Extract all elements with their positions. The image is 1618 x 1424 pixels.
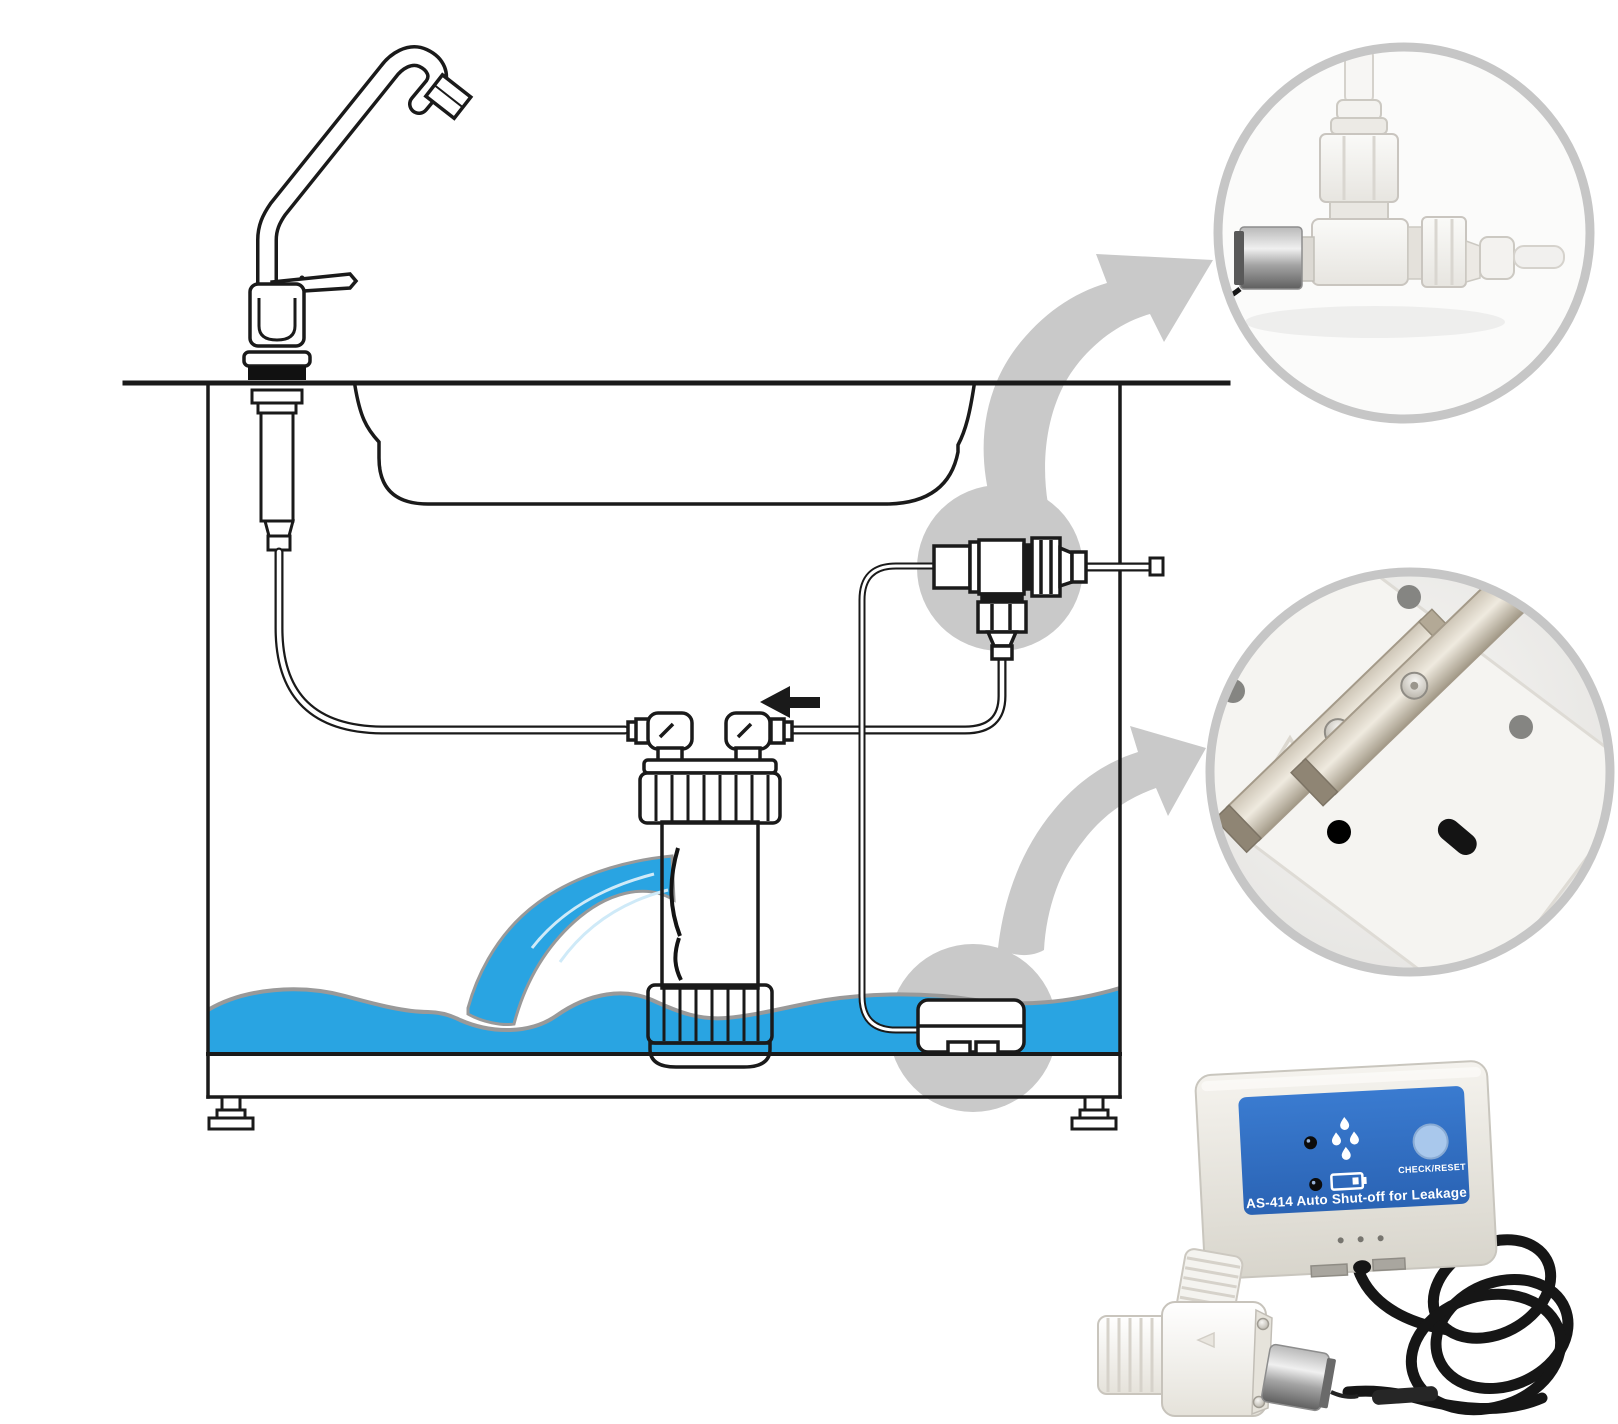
battery-icon: [1330, 1171, 1367, 1191]
faucet-spout-outline: [256, 45, 449, 303]
vent-dot: [1337, 1237, 1344, 1244]
cable-tag: [1371, 1386, 1438, 1405]
cabinet-right-foot: [1070, 1095, 1118, 1131]
label-panel: [1238, 1086, 1470, 1215]
outlet-hex-nut: [1421, 216, 1467, 288]
bottom-clip: [1371, 1257, 1407, 1272]
flow-direction-arrow: [760, 686, 820, 718]
arrow-left-icon: [786, 697, 820, 708]
faucet-gasket: [248, 366, 306, 380]
supply-tube-end: [1148, 556, 1165, 577]
filter-body: [660, 820, 760, 990]
faucet-handle-pin: [299, 275, 305, 281]
check-reset-button: [1412, 1123, 1449, 1160]
mount-hole: [1509, 715, 1533, 739]
valve-screw: [1252, 1395, 1266, 1409]
faucet-nozzle: [423, 72, 474, 121]
sensor-wire: [860, 564, 936, 1032]
valve-left-port: [1097, 1315, 1171, 1395]
water-pool-edge: [206, 986, 1121, 1033]
leak-led-glint: [1306, 1139, 1311, 1143]
bottom-clip: [1310, 1263, 1349, 1278]
cable-exit-hole: [1353, 1260, 1372, 1275]
product-valve: [1097, 1248, 1359, 1417]
faucet-spout: [259, 48, 445, 300]
product-photo: CHECK/RESET AS-414 Auto Shut-off for Lea…: [1097, 1060, 1574, 1417]
cable-coil: [1430, 1273, 1574, 1395]
cable-grommet: [1437, 818, 1477, 855]
filter-cap-ribs: [654, 775, 770, 821]
inlet-neck: [1329, 201, 1389, 220]
filter-crack: [669, 847, 683, 981]
filter-bottom-ribs: [662, 987, 760, 1041]
filter-cap-flange: [642, 758, 778, 775]
inlet-hex-nut: [1319, 133, 1399, 203]
faucet: [242, 45, 474, 552]
faucet-flange: [242, 350, 312, 368]
check-reset-label: CHECK/RESET: [1398, 1162, 1466, 1176]
water-spray-streak: [530, 872, 669, 963]
inset-valve-closeup: [1213, 42, 1595, 424]
battery-led-glint: [1311, 1180, 1316, 1185]
valve-bottom-taper: [985, 630, 1019, 648]
control-box: CHECK/RESET AS-414 Auto Shut-off for Lea…: [1194, 1060, 1498, 1280]
cabinet-and-sink: [122, 380, 1231, 1131]
filter-cap-collar: [638, 771, 782, 825]
solenoid-end-cap: [1234, 231, 1244, 285]
filter-inlet-tube: [790, 655, 1005, 733]
vent-dot: [1357, 1236, 1364, 1243]
water-drops-icon: [1331, 1116, 1359, 1160]
filter-right-elbow: [724, 711, 794, 763]
detector-foot-left: [946, 1040, 972, 1056]
outlet-collet: [1479, 236, 1515, 280]
water-filter: [626, 711, 794, 1069]
faucet-base-detail: [257, 298, 297, 342]
inset-valve-photo: [1222, 51, 1565, 338]
sink-bowl: [352, 383, 976, 506]
valve-body-photo: [1311, 218, 1409, 286]
filter-left-elbow: [626, 711, 694, 763]
callout-arrow-to-detector-inset: [998, 726, 1206, 956]
solenoid-wire-product: [1330, 1390, 1359, 1399]
vent-dot: [1377, 1235, 1384, 1242]
valve-bottom-nut: [976, 600, 1028, 634]
flow-emboss-arrow: [1196, 1331, 1215, 1349]
leak-detector-diagram: [916, 998, 1026, 1056]
inset-detector-ring: [1205, 567, 1615, 977]
valve-solenoid: [932, 544, 972, 590]
valve-screw: [1256, 1317, 1270, 1331]
case-highlight: [1201, 1067, 1482, 1092]
inset-detector-photo: [1214, 576, 1606, 968]
faucet-tube-outline: [274, 547, 630, 735]
mount-hole: [1327, 820, 1351, 844]
faucet-under-counter-shank: [250, 388, 304, 552]
shut-off-valve-diagram: [932, 536, 1088, 661]
arrow-left-head: [760, 686, 790, 718]
inset-valve-ring: [1213, 42, 1595, 424]
valve-body: [977, 538, 1026, 596]
callout-arrow-to-valve-inset: [983, 254, 1213, 513]
filter-bottom-cap: [648, 1041, 772, 1069]
detector-underside-shell: [1214, 576, 1606, 968]
valve-body-product: [1161, 1301, 1267, 1417]
valve-right-nut: [1030, 536, 1062, 598]
solenoid-photo: [1239, 226, 1303, 290]
cable-run: [1351, 1260, 1454, 1336]
tubing: [274, 547, 1165, 1034]
water-spray: [466, 854, 676, 1026]
valve-right-taper: [1058, 545, 1074, 589]
highlight-and-callouts: [889, 254, 1213, 1112]
inset-detector-underside: [1205, 567, 1615, 977]
valve-right-collet: [1070, 550, 1088, 584]
product-solenoid: [1261, 1343, 1336, 1412]
faucet-base-body: [248, 282, 306, 348]
valve-bottom-collet: [990, 644, 1014, 661]
faucet-tube: [276, 549, 628, 733]
mount-hole: [1397, 585, 1421, 609]
detector-foot-right: [974, 1040, 1000, 1056]
outlet-tube: [1513, 245, 1565, 269]
filter-inlet-tube-outline: [788, 653, 1007, 735]
cabinet-left-foot: [207, 1095, 255, 1131]
